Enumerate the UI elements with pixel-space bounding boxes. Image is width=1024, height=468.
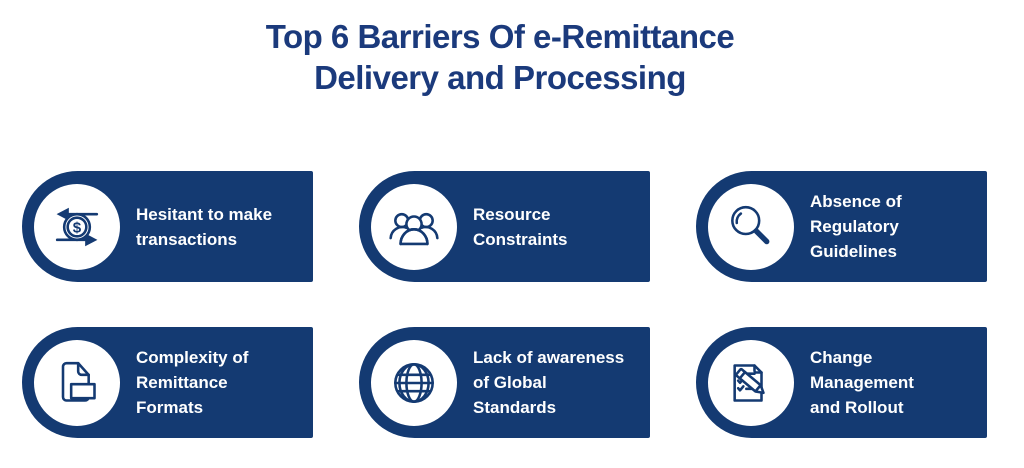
barrier-card-hesitant-transactions: $ Hesitant to make transactions <box>22 171 313 282</box>
barrier-card-lack-awareness-global-standards: Lack of awareness of Global Standards <box>359 327 650 438</box>
barrier-label: Complexity of Remittance Formats <box>136 348 249 417</box>
barriers-grid: $ Hesitant to make transactions Resource… <box>22 171 987 438</box>
icon-circle <box>708 339 794 426</box>
checklist-pencil-icon <box>733 363 765 402</box>
icon-circle <box>708 183 794 270</box>
barrier-card-change-management-rollout: Change Management and Rollout <box>696 327 987 438</box>
barrier-label: Hesitant to make transactions <box>136 204 273 249</box>
svg-text:$: $ <box>73 219 82 236</box>
barrier-card-resource-constraints: Resource Constraints <box>359 171 650 282</box>
magnifier-icon <box>731 205 770 244</box>
icon-circle <box>34 339 120 426</box>
barrier-label: Change Management and Rollout <box>810 348 914 417</box>
page-title-line2: Delivery and Processing <box>314 59 686 96</box>
barrier-card-complexity-remittance-formats: Complexity of Remittance Formats <box>22 327 313 438</box>
people-group-icon <box>389 212 439 245</box>
document-icon <box>61 361 96 402</box>
barrier-card-absence-regulatory-guidelines: Absence of Regulatory Guidelines <box>696 171 987 282</box>
barrier-label: Resource Constraints <box>473 204 568 249</box>
page-title: Top 6 Barriers Of e-Remittance Delivery … <box>0 16 1000 98</box>
icon-circle <box>371 339 457 426</box>
icon-circle <box>371 183 457 270</box>
page-title-line1: Top 6 Barriers Of e-Remittance <box>265 18 735 55</box>
barrier-label: Lack of awareness of Global Standards <box>473 348 625 417</box>
barrier-label: Absence of Regulatory Guidelines <box>810 192 902 261</box>
globe-icon <box>394 362 434 403</box>
money-transfer-icon: $ <box>55 207 99 246</box>
icon-circle: $ <box>34 183 120 270</box>
